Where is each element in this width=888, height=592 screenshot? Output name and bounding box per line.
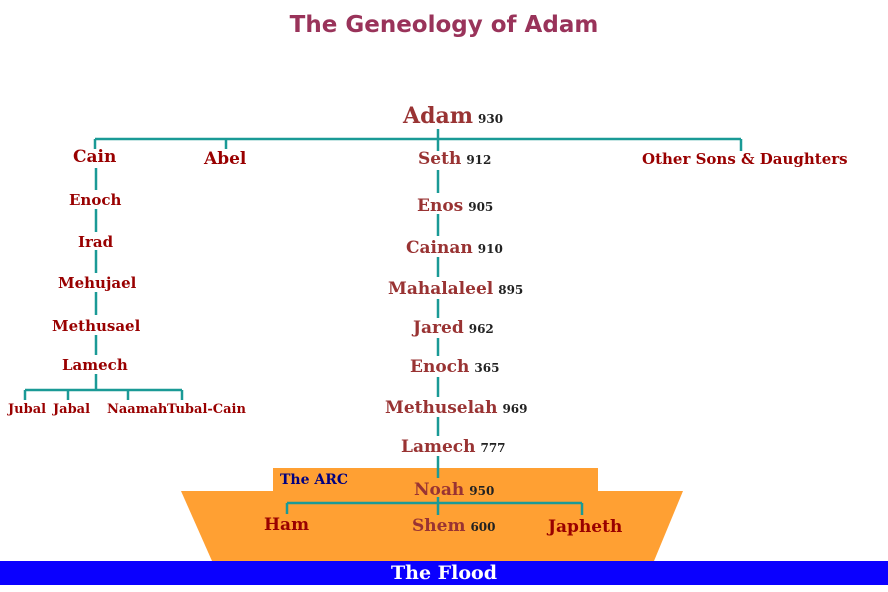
node-methusael: Methusael — [52, 317, 141, 335]
node-years: 950 — [469, 484, 495, 498]
node-name: Seth — [418, 149, 462, 169]
node-years: 910 — [477, 242, 503, 256]
node-name: Jared — [413, 318, 464, 338]
node-japheth: Japheth — [548, 517, 623, 537]
node-name: Enoch — [410, 357, 470, 377]
ark-cabin — [273, 468, 598, 492]
node-jubal: Jubal — [8, 402, 47, 417]
node-abel: Abel — [204, 149, 247, 169]
flood-label: The Flood — [391, 562, 497, 584]
node-years: 930 — [478, 112, 504, 126]
node-noah: Noah 950 — [414, 480, 494, 500]
node-years: 969 — [502, 402, 528, 416]
node-jared: Jared 962 — [413, 318, 494, 338]
node-cain-lamech: Lamech — [62, 356, 128, 374]
node-methuselah: Methuselah 969 — [385, 398, 528, 418]
node-name: Lamech — [401, 437, 476, 457]
node-name: Adam — [403, 103, 473, 129]
node-name: Mahalaleel — [388, 279, 494, 299]
node-years: 912 — [466, 153, 492, 167]
node-years: 905 — [468, 200, 494, 214]
node-years: 600 — [470, 520, 496, 534]
node-years: 365 — [474, 361, 500, 375]
node-years: 777 — [480, 441, 506, 455]
node-cain: Cain — [73, 147, 117, 167]
node-seth-lamech: Lamech 777 — [401, 437, 506, 457]
node-ham: Ham — [264, 515, 310, 535]
node-years: 962 — [468, 322, 494, 336]
node-name: Cainan — [406, 238, 473, 258]
ark-hull — [181, 491, 683, 561]
node-other-sons-daughters: Other Sons & Daughters — [642, 150, 848, 168]
node-seth: Seth 912 — [418, 149, 491, 169]
node-name: Shem — [412, 516, 466, 536]
node-shem: Shem 600 — [412, 516, 496, 536]
node-mahalaleel: Mahalaleel 895 — [388, 279, 523, 299]
node-mehujael: Mehujael — [58, 274, 137, 292]
node-seth-enoch: Enoch 365 — [410, 357, 499, 377]
node-name: Methuselah — [385, 398, 498, 418]
node-tubal-cain: Tubal-Cain — [167, 402, 246, 417]
node-naamah: Naamah — [107, 402, 168, 417]
node-name: Noah — [414, 480, 465, 500]
page-title: The Geneology of Adam — [289, 12, 599, 38]
node-adam: Adam 930 — [403, 103, 503, 129]
node-cainan: Cainan 910 — [406, 238, 503, 258]
ark-label: The ARC — [280, 472, 349, 488]
node-name: Enos — [417, 196, 464, 216]
flood-bar — [0, 561, 888, 585]
node-irad: Irad — [78, 233, 114, 251]
node-years: 895 — [498, 283, 524, 297]
node-cain-enoch: Enoch — [69, 191, 122, 209]
node-enos: Enos 905 — [417, 196, 493, 216]
node-jabal: Jabal — [53, 402, 91, 417]
